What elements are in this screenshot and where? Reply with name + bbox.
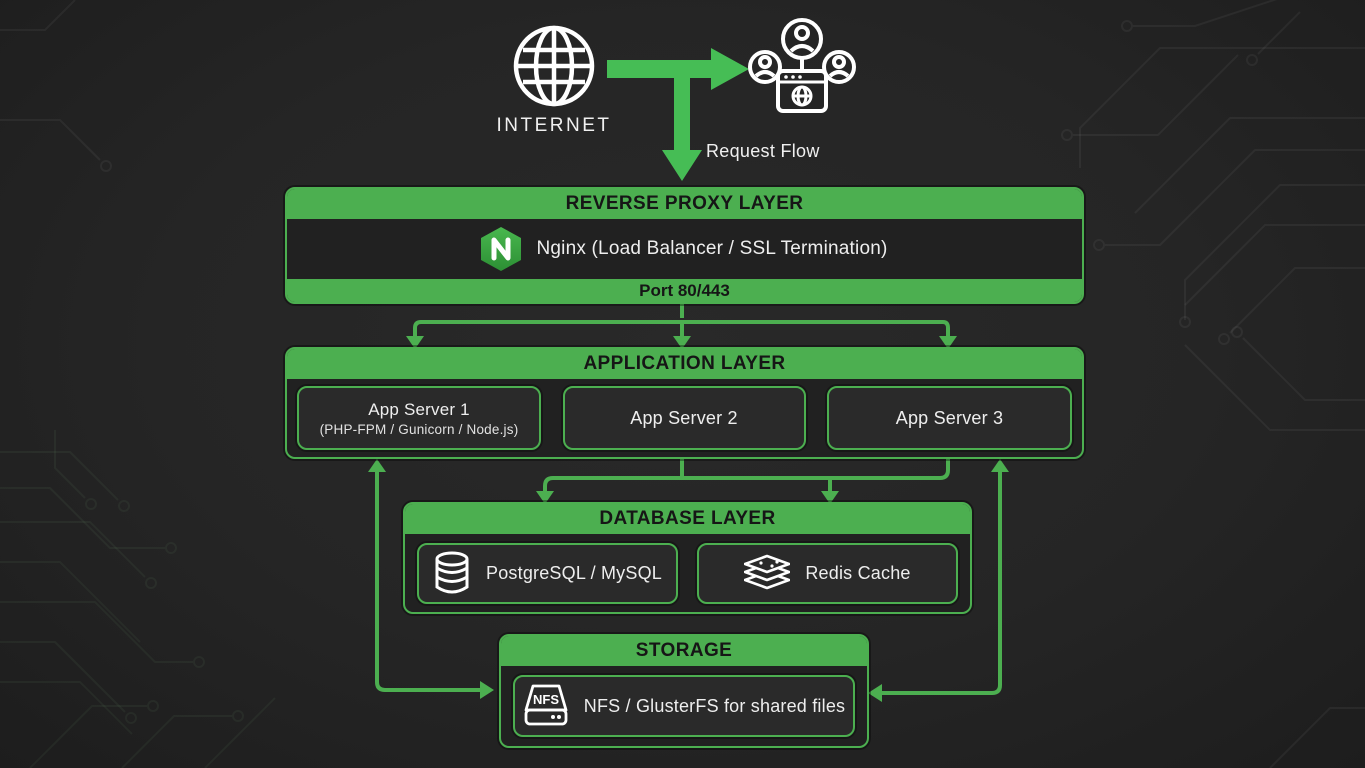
app-server-2-name: App Server 2 — [630, 407, 738, 428]
nginx-logo-icon — [481, 227, 522, 271]
application-layer-title: APPLICATION LAYER — [287, 349, 1082, 379]
application-layer: APPLICATION LAYER App Server 1 (PHP-FPM … — [285, 347, 1084, 459]
database-layer-title: DATABASE LAYER — [405, 504, 970, 534]
app-storage-left-line — [375, 470, 480, 692]
storage-layer: STORAGE NFS NFS / GlusterFS for shared f… — [499, 634, 869, 748]
reverse-proxy-layer: REVERSE PROXY LAYER Nginx (Load Bala — [285, 187, 1084, 304]
nfs-glusterfs-label: NFS / GlusterFS for shared files — [583, 695, 846, 716]
reverse-proxy-port-label: Port 80/443 — [287, 279, 1082, 302]
nfs-drive-icon: NFS — [524, 684, 568, 726]
application-layer-body: App Server 1 (PHP-FPM / Gunicorn / Node.… — [287, 379, 1082, 457]
app-to-db-arrowheads — [536, 491, 839, 504]
postgresql-mysql-label: PostgreSQL / MySQL — [486, 562, 662, 583]
storage-layer-body: NFS NFS / GlusterFS for shared files — [501, 666, 867, 746]
app-server-2-node: App Server 2 — [562, 386, 806, 450]
app-server-3-name: App Server 3 — [895, 407, 1004, 428]
redis-stack-icon — [744, 554, 791, 590]
postgresql-mysql-node: PostgreSQL / MySQL — [417, 542, 678, 604]
redis-cache-node: Redis Cache — [697, 542, 958, 604]
internet-label: INTERNET — [496, 115, 612, 136]
proxy-to-app-arrowheads — [406, 336, 957, 349]
request-flow-label: Request Flow — [706, 141, 820, 161]
app-server-3-node: App Server 3 — [827, 386, 1072, 450]
database-layer: DATABASE LAYER PostgreSQL / MySQL — [403, 502, 972, 614]
app-server-1-detail: (PHP-FPM / Gunicorn / Node.js) — [319, 421, 519, 437]
database-cylinder-icon — [435, 551, 469, 594]
redis-cache-label: Redis Cache — [805, 562, 911, 583]
app-storage-left-arrowheads — [368, 459, 494, 699]
svg-text:NFS: NFS — [533, 692, 559, 707]
nfs-glusterfs-node: NFS NFS / GlusterFS for shared files — [513, 675, 855, 737]
storage-layer-title: STORAGE — [501, 636, 867, 666]
reverse-proxy-layer-body: Nginx (Load Balancer / SSL Termination) — [287, 219, 1082, 279]
app-storage-right-arrowheads — [868, 459, 1009, 702]
app-server-1-name: App Server 1 — [368, 399, 470, 419]
proxy-to-app-lines — [413, 302, 950, 338]
database-layer-body: PostgreSQL / MySQL Redis Cache — [405, 534, 970, 612]
app-server-1-node: App Server 1 (PHP-FPM / Gunicorn / Node.… — [297, 386, 541, 450]
globe-icon — [513, 25, 595, 107]
reverse-proxy-component-label: Nginx (Load Balancer / SSL Termination) — [536, 238, 888, 259]
users-browser-icon — [748, 18, 856, 113]
reverse-proxy-layer-title: REVERSE PROXY LAYER — [287, 189, 1082, 219]
app-storage-right-line — [882, 470, 1002, 695]
request-flow-arrow — [607, 48, 749, 181]
